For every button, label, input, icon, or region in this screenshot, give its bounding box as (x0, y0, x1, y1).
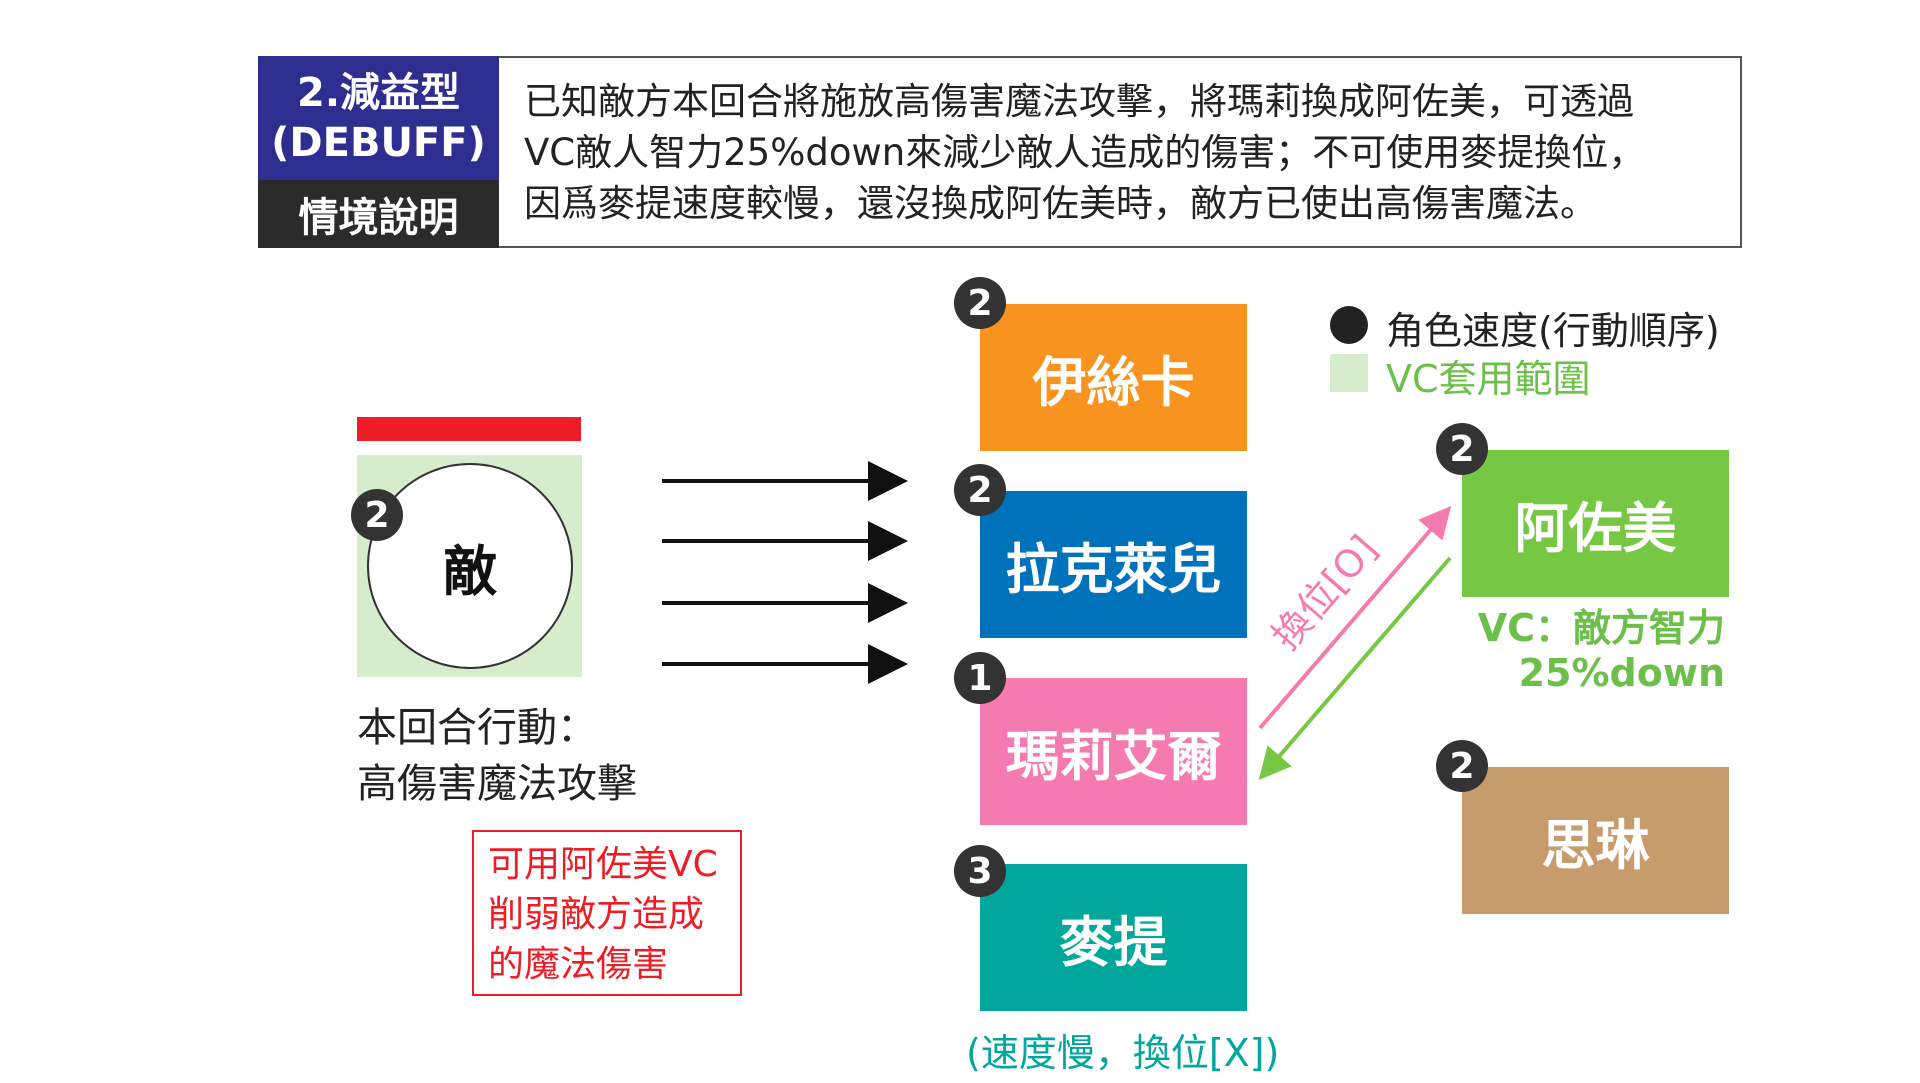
legend-vc-square-icon (1330, 354, 1368, 392)
party-iska: 伊絲卡 (980, 304, 1247, 451)
vc-effect-line: VC：敵方智力 (1477, 606, 1725, 650)
vc-effect-line: 25%down (1518, 651, 1725, 695)
header-title: 2.減益型 (DEBUFF) (258, 56, 499, 180)
speed-badge-azumi: 2 (1436, 423, 1488, 475)
party-laclaire: 拉克萊兒 (980, 491, 1247, 638)
header-title-line2: (DEBUFF) (271, 120, 486, 166)
vc-effect-note: VC：敵方智力 25%down (1450, 606, 1725, 696)
party-maty: 麥提 (980, 864, 1247, 1011)
speed-badge-selin: 2 (1436, 740, 1488, 792)
tip-line: 的魔法傷害 (488, 944, 669, 985)
swap-label: 換位[O] (1264, 527, 1386, 658)
speed-badge-maty: 3 (954, 845, 1006, 897)
swap-arrow-out (1258, 505, 1452, 730)
enemy-node: 敵 (367, 463, 573, 669)
speed-badge-mariel: 1 (954, 652, 1006, 704)
speed-badge-laclaire: 2 (954, 464, 1006, 516)
scenario-description: 已知敵方本回合將施放高傷害魔法攻擊，將瑪莉換成阿佐美，可透過 VC敵人智力25%… (524, 76, 1729, 229)
swap-arrow-in (1258, 556, 1452, 781)
speed-badge-iska: 2 (954, 277, 1006, 329)
party-mariel: 瑪莉艾爾 (980, 678, 1247, 825)
description-line: 因爲麥提速度較慢，還沒換成阿佐美時，敵方已使出高傷害魔法。 (524, 182, 1597, 225)
legend-speed-dot-icon (1330, 306, 1368, 344)
header-title-line1: 2.減益型 (296, 70, 461, 116)
header-subtitle: 情境說明 (258, 180, 499, 248)
tip-line: 削弱敵方造成 (488, 894, 705, 935)
enemy-hp-bar (357, 417, 581, 441)
enemy-action: 本回合行動： 高傷害魔法攻擊 (357, 700, 637, 812)
reserve-azumi: 阿佐美 (1462, 450, 1729, 597)
tip-box: 可用阿佐美VC 削弱敵方造成 的魔法傷害 (472, 830, 742, 996)
enemy-action-line: 本回合行動： (357, 705, 597, 751)
legend-speed-label: 角色速度(行動順序) (1386, 309, 1720, 353)
enemy-action-line: 高傷害魔法攻擊 (357, 761, 637, 807)
legend-vc-label: VC套用範圍 (1386, 357, 1591, 401)
enemy-speed-badge: 2 (351, 489, 403, 541)
tip-line: 可用阿佐美VC (488, 844, 718, 885)
description-line: 已知敵方本回合將施放高傷害魔法攻擊，將瑪莉換成阿佐美，可透過 (524, 80, 1634, 123)
reserve-selin: 思琳 (1462, 767, 1729, 914)
maty-slow-note: (速度慢，換位[X]) (966, 1031, 1280, 1075)
description-line: VC敵人智力25%down來減少敵人造成的傷害；不可使用麥提換位， (524, 131, 1646, 174)
